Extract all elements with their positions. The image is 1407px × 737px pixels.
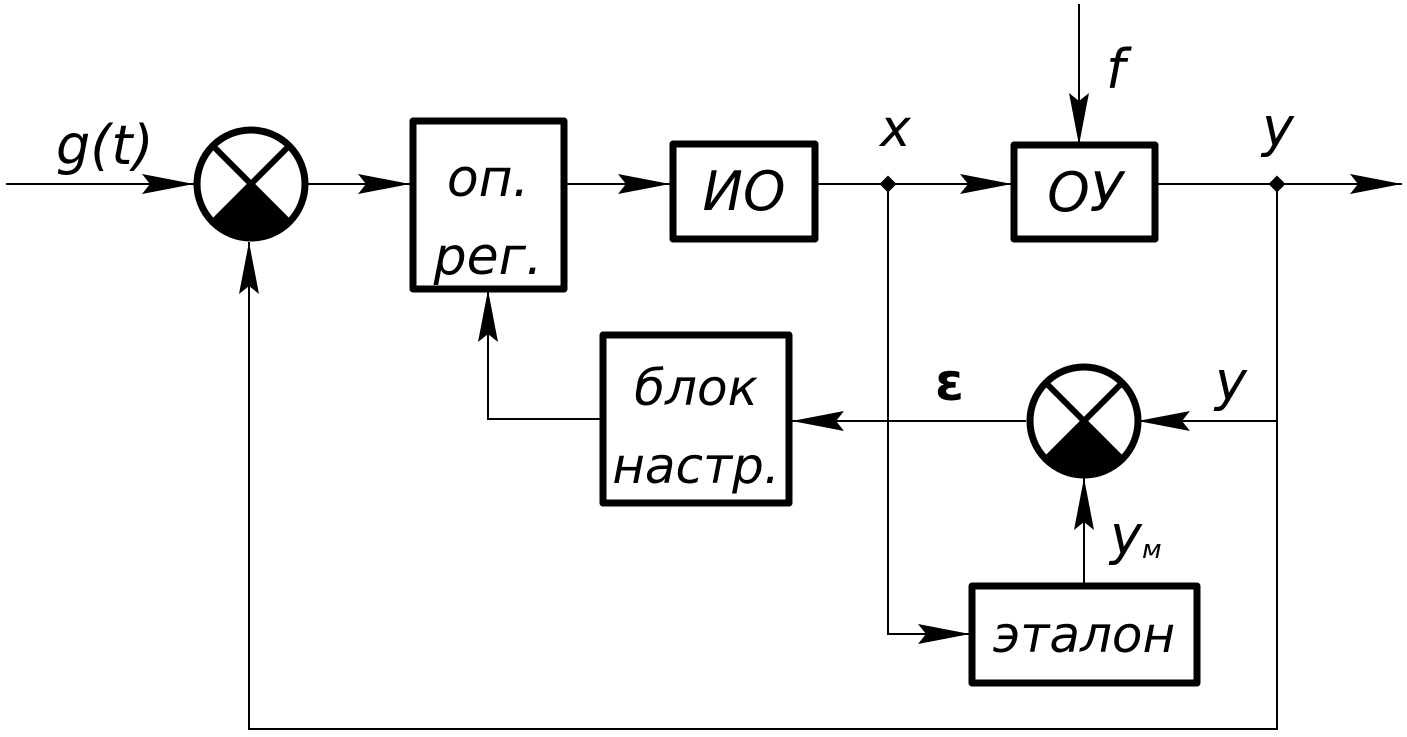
actuator-label: ИО: [703, 160, 786, 223]
reference-model-label: эталон: [993, 606, 1175, 664]
model-output-symbol: y: [1108, 504, 1143, 567]
tuning-label-line1: блок: [634, 359, 758, 417]
signal-disturbance-label: f: [1106, 38, 1132, 101]
sector-fill: [212, 184, 290, 239]
tuning-block: блок настр.: [599, 331, 793, 507]
controller-block: оп. рег.: [409, 117, 568, 293]
signal-output-label: y: [1260, 96, 1295, 159]
signal-error-label: ε: [935, 353, 964, 413]
controller-label-line1: оп.: [447, 149, 529, 209]
signal-model-output-label: yм: [1108, 504, 1162, 567]
junction-dot-y: [1268, 175, 1286, 193]
junction-dot-x: [879, 175, 897, 193]
plant-block: ОУ: [1010, 141, 1159, 243]
actuator-block: ИО: [669, 140, 819, 243]
signal-control-label: x: [878, 99, 912, 159]
plant-label: ОУ: [1047, 161, 1126, 224]
controller-label-line2: рег.: [433, 227, 543, 287]
reference-model-block: эталон: [968, 582, 1201, 687]
tuning-label-line2: настр.: [612, 437, 780, 495]
signal-output-feedback-label: y: [1213, 350, 1248, 413]
model-output-subscript: м: [1142, 535, 1162, 565]
sector-fill: [1045, 421, 1123, 476]
tuning-to-controller-line: [487, 290, 602, 420]
y-branch-line: [248, 184, 1278, 730]
error-summing-junction: [1026, 363, 1142, 479]
main-summing-junction: [193, 126, 309, 242]
signal-input-label: g(t): [56, 114, 154, 177]
